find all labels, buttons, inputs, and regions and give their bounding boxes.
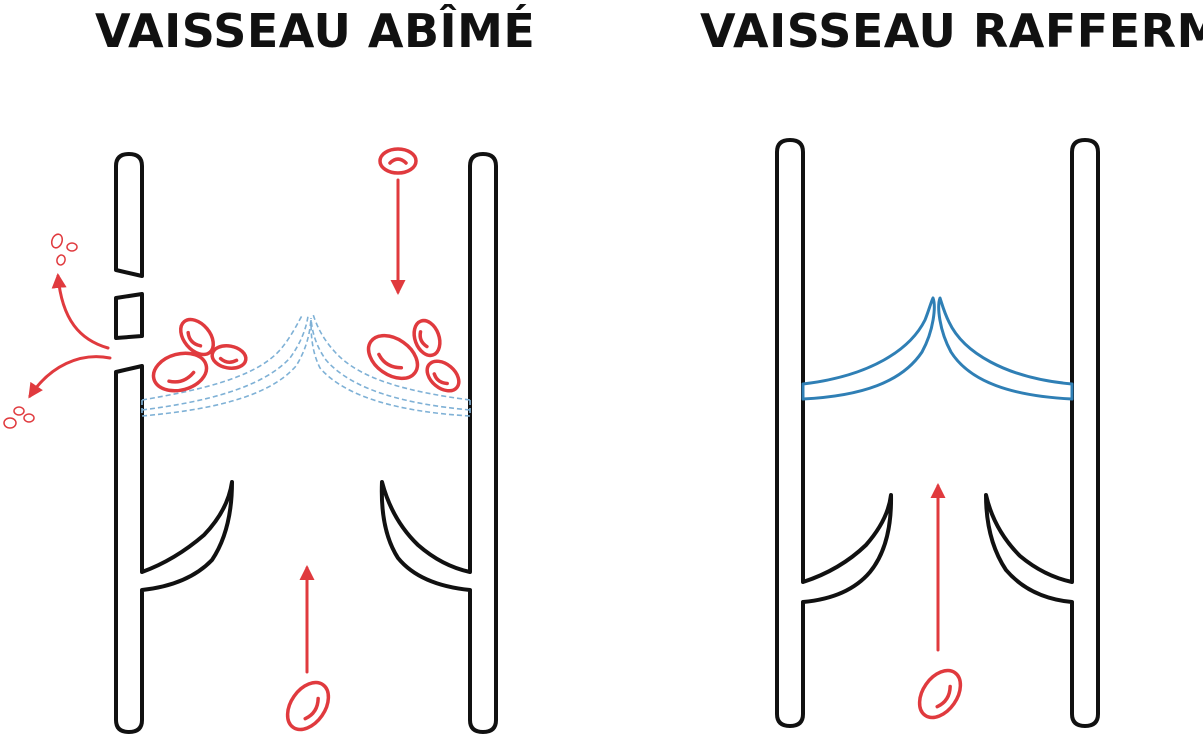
leak-arrow-down	[28, 355, 112, 399]
blood-cell	[425, 359, 461, 393]
left-wall	[775, 138, 894, 728]
left-wall-lower-segment	[114, 364, 234, 734]
blood-cell	[210, 344, 248, 370]
left-wall-upper-segment	[114, 152, 144, 278]
pooled-blood-cells	[151, 317, 461, 393]
blood-cell	[151, 351, 209, 393]
right-wall	[984, 138, 1100, 728]
ascending-blood-cell	[285, 565, 331, 732]
title-damaged-vessel: VAISSEAU ABÎMÉ	[95, 4, 536, 58]
ascending-blood-cell	[917, 483, 963, 720]
title-firm-vessel: VAISSEAU RAFFERMI	[700, 4, 1203, 58]
damaged-vessel	[3, 147, 498, 734]
blood-cell	[412, 318, 442, 358]
blood-cell	[366, 333, 420, 381]
right-wall	[379, 152, 498, 734]
leaking-blood	[3, 233, 112, 429]
firm-vessel	[775, 138, 1100, 728]
leak-arrow-up	[51, 273, 110, 350]
firm-valve	[801, 296, 1074, 401]
blood-cell	[178, 317, 216, 357]
left-wall-broken-fragment	[114, 292, 144, 340]
weakened-valve	[141, 313, 471, 417]
descending-blood-cell	[378, 147, 418, 295]
